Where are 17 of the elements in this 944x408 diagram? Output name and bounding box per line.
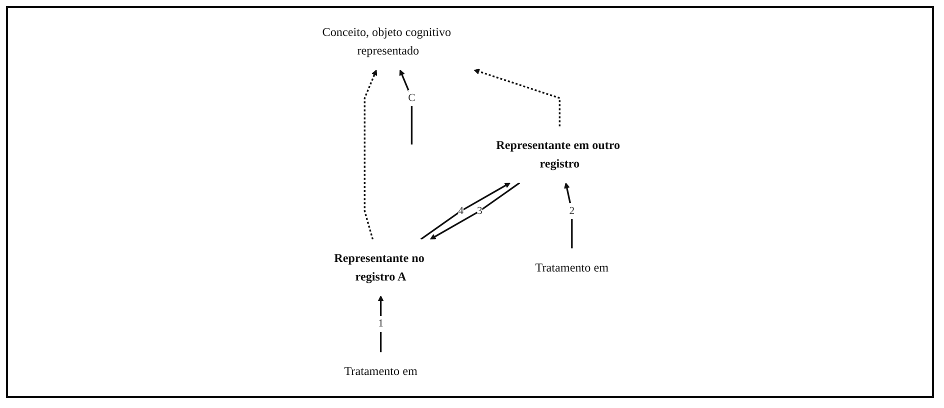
edge-label: C [408,92,416,104]
arrow [430,182,520,240]
node-text: Conceito, objeto cognitivo representado [322,25,451,58]
arrow [473,68,560,126]
node-text: Representante no registro A [334,251,424,284]
node-text: Representante em outro registro [496,138,620,170]
arrow [364,70,377,240]
arrow [564,182,572,248]
edge-label: 3 [476,205,482,216]
arrow [420,182,510,240]
arrow [399,70,412,144]
node-text: Tratamento em [535,260,608,274]
edge-label: 1 [378,318,384,330]
edge-label: 4 [458,205,464,216]
node-text: Tratamento em [344,364,418,378]
arrow [378,296,384,352]
edge-label: 2 [568,205,574,216]
